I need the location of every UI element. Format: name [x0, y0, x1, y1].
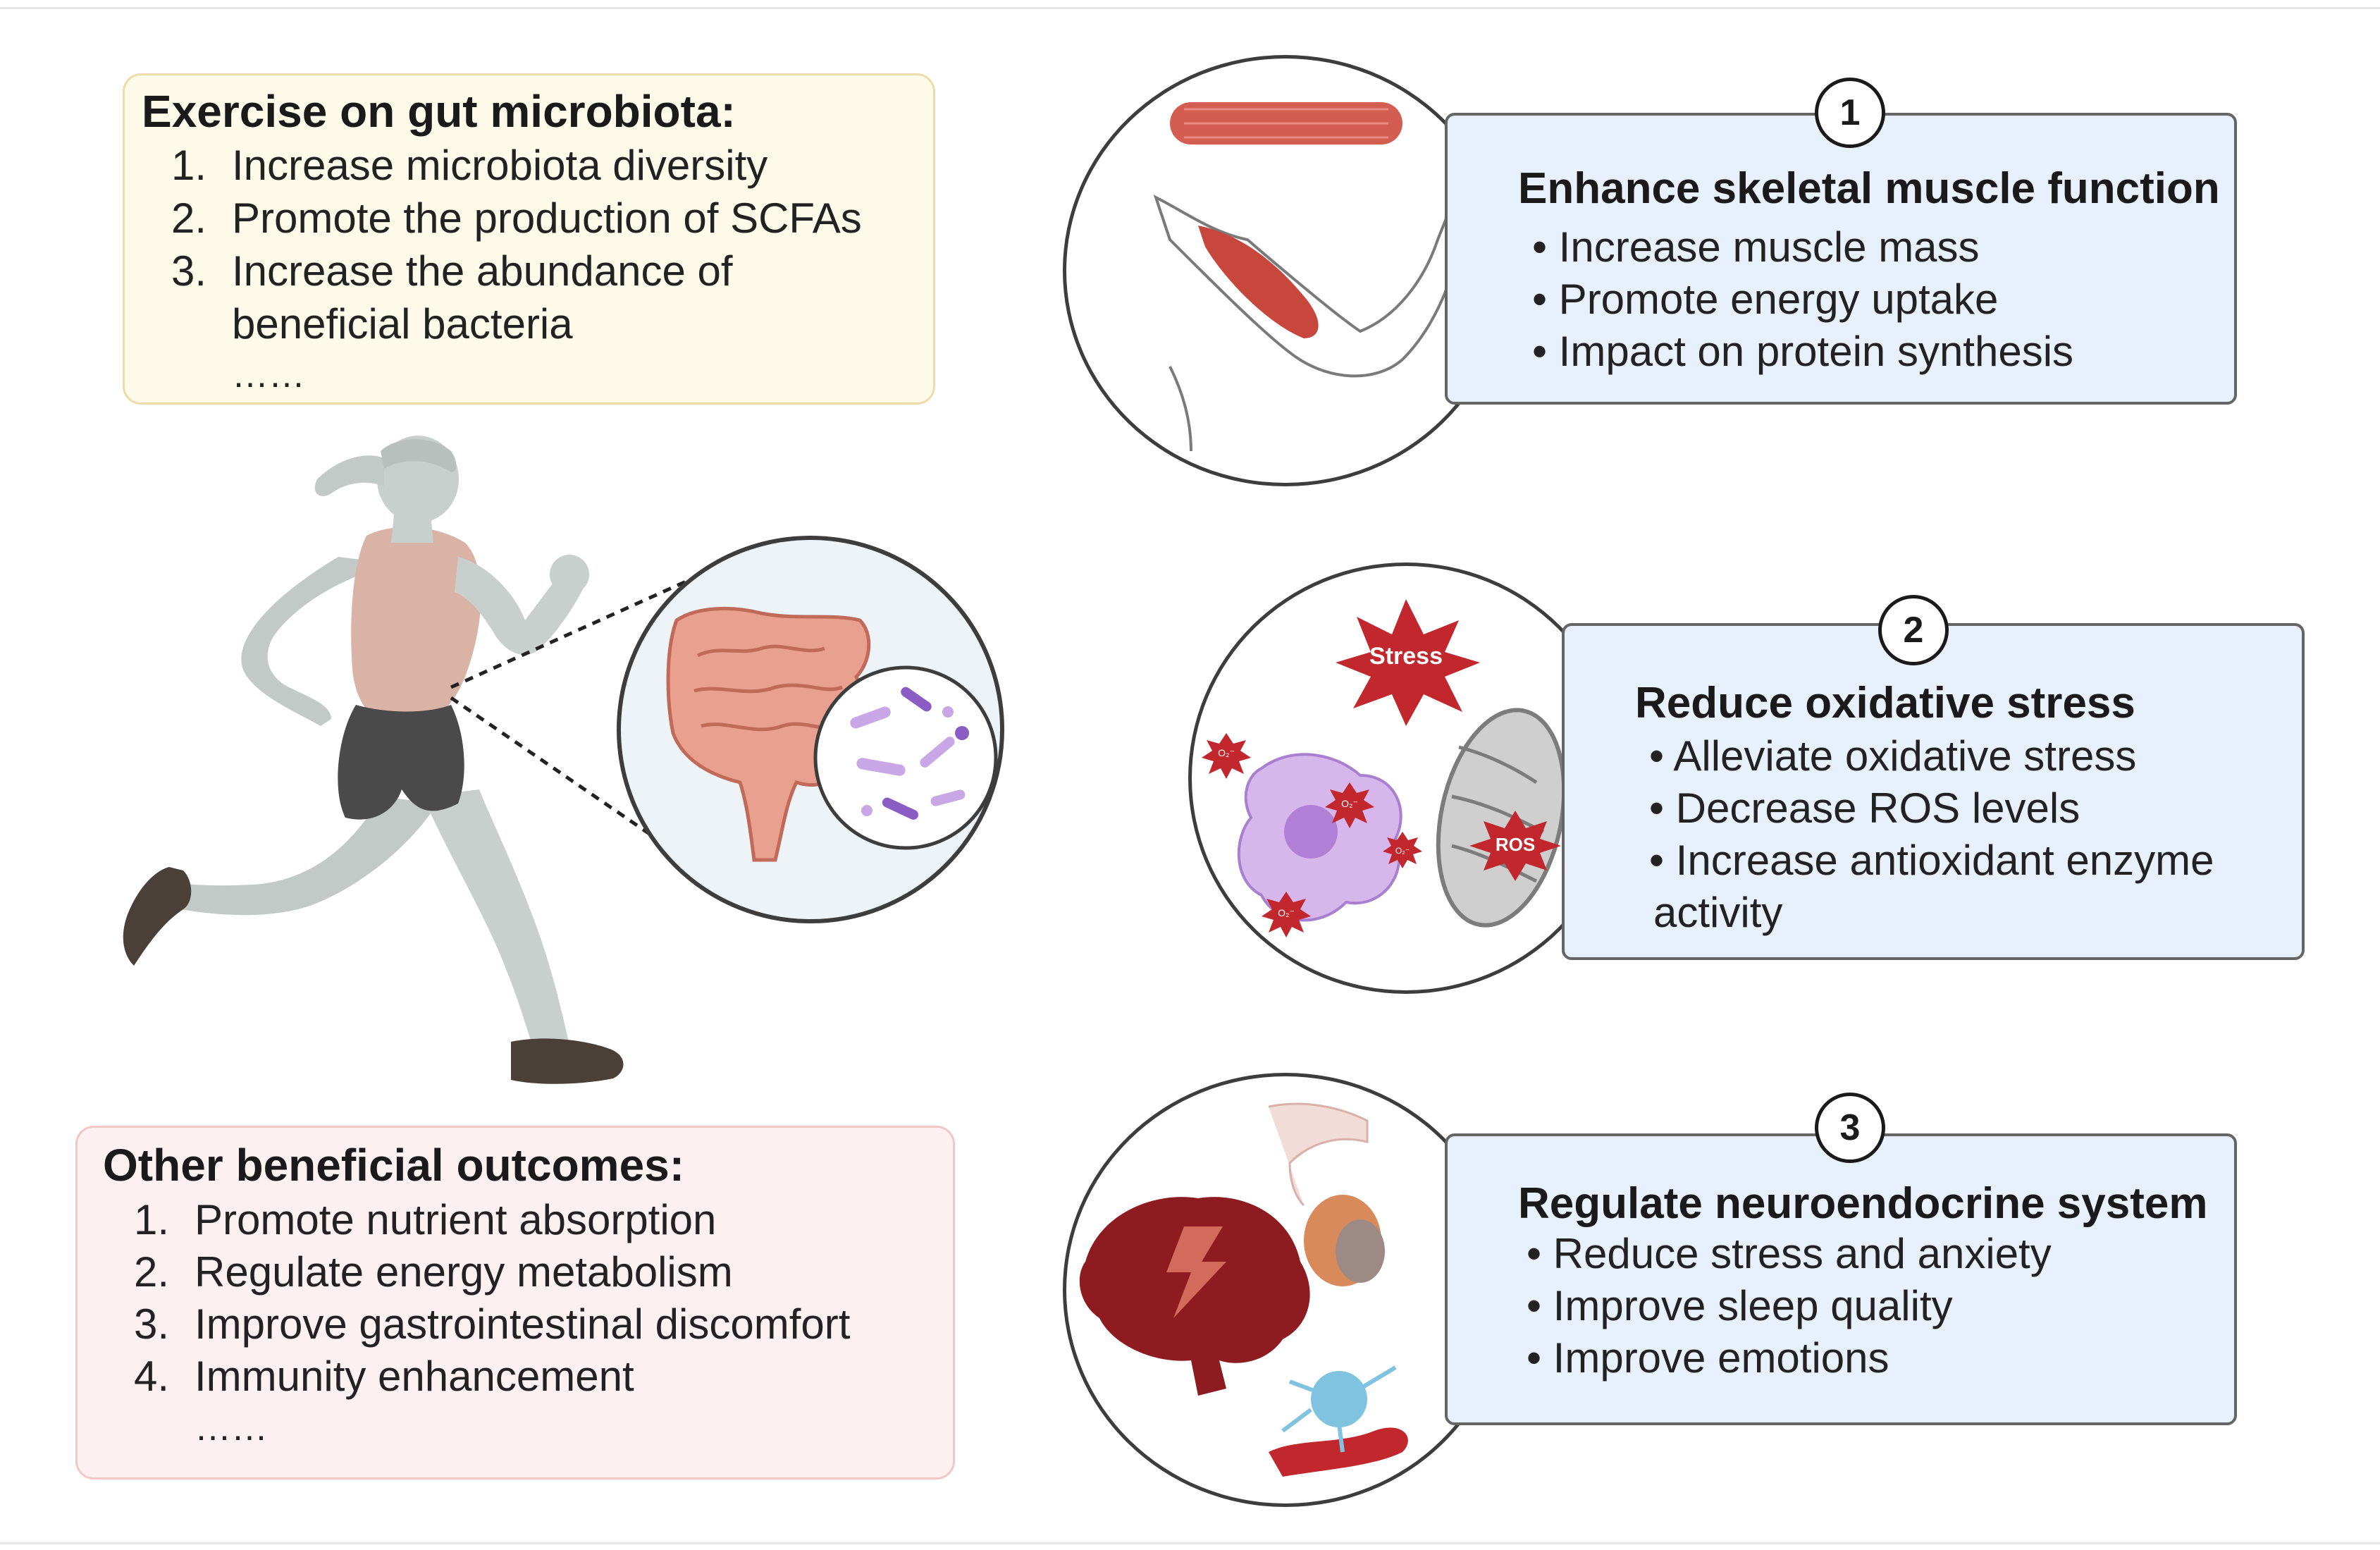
panel-bullet: • Increase antioxidant enzyme: [1649, 837, 2214, 884]
superoxide-label: O₂⁻: [1278, 907, 1295, 918]
neuroendocrine-illustration-circle: [1063, 1073, 1508, 1507]
list-number: 3.: [171, 247, 207, 295]
superoxide-label: O₂⁻: [1341, 798, 1358, 809]
panel-title: Reduce oxidative stress: [1635, 679, 2135, 727]
gut-box-ellipsis: ……: [232, 355, 305, 395]
outcomes-box-title: Other beneficial outcomes:: [103, 1140, 685, 1191]
gut-box-title: Exercise on gut microbiota:: [142, 86, 736, 137]
zoom-line-upper: [450, 558, 734, 689]
list-text: Increase the abundance of: [232, 247, 733, 295]
stress-label: Stress: [1369, 643, 1443, 670]
panel-bullet: • Improve emotions: [1527, 1334, 1889, 1382]
runner-illustration: [123, 436, 624, 1084]
panel-title: Enhance skeletal muscle function: [1518, 164, 2220, 213]
list-text: Promote nutrient absorption: [195, 1196, 717, 1243]
panel-bullet-continuation: activity: [1653, 889, 1783, 936]
gut-microbiota-box: Exercise on gut microbiota: 1. Increase …: [123, 73, 935, 405]
top-divider: [0, 7, 2380, 9]
bottom-divider: [0, 1542, 2380, 1544]
other-outcomes-box: Other beneficial outcomes: 1. Promote nu…: [75, 1126, 955, 1480]
muscle-illustration-circle: [1063, 55, 1508, 486]
panel-number-badge: 2: [1878, 595, 1949, 665]
oxidative-stress-illustration-circle: [1188, 562, 1624, 994]
outcomes-box-ellipsis: ……: [195, 1408, 268, 1448]
panel-bullet: • Impact on protein synthesis: [1532, 328, 2074, 375]
panel-bullet: • Decrease ROS levels: [1649, 785, 2080, 832]
list-number: 4.: [134, 1353, 170, 1400]
list-text: Promote the production of SCFAs: [232, 195, 862, 242]
panel-neuroendocrine: Regulate neuroendocrine system • Reduce …: [1445, 1133, 2237, 1425]
list-number: 1.: [134, 1196, 170, 1243]
panel-number-badge: 1: [1815, 78, 1885, 148]
panel-bullet: • Alleviate oxidative stress: [1649, 732, 2137, 780]
list-text: Increase microbiota diversity: [232, 142, 768, 189]
list-number: 2.: [171, 195, 207, 242]
panel-bullet: • Increase muscle mass: [1532, 223, 1980, 271]
panel-oxidative-stress: Reduce oxidative stress • Alleviate oxid…: [1562, 623, 2305, 960]
list-number: 1.: [171, 142, 207, 189]
list-number: 2.: [134, 1248, 170, 1296]
panel-bullet: • Improve sleep quality: [1527, 1282, 1953, 1329]
list-text: Improve gastrointestinal discomfort: [195, 1300, 851, 1348]
list-text: Immunity enhancement: [195, 1353, 634, 1400]
panel-bullet: • Promote energy uptake: [1532, 276, 1999, 323]
panel-number-badge: 3: [1815, 1093, 1885, 1163]
gut-box-item-continuation: beneficial bacteria: [232, 300, 573, 347]
superoxide-label: O₂⁻: [1395, 846, 1410, 856]
intestine-illustration: [617, 536, 1004, 923]
panel-skeletal-muscle: Enhance skeletal muscle function • Incre…: [1445, 113, 2237, 405]
list-text: Regulate energy metabolism: [195, 1248, 733, 1296]
superoxide-label: O₂⁻: [1218, 747, 1235, 758]
ros-label: ROS: [1495, 834, 1536, 855]
list-number: 3.: [134, 1300, 170, 1348]
panel-title: Regulate neuroendocrine system: [1518, 1179, 2208, 1228]
panel-bullet: • Reduce stress and anxiety: [1527, 1230, 2052, 1277]
